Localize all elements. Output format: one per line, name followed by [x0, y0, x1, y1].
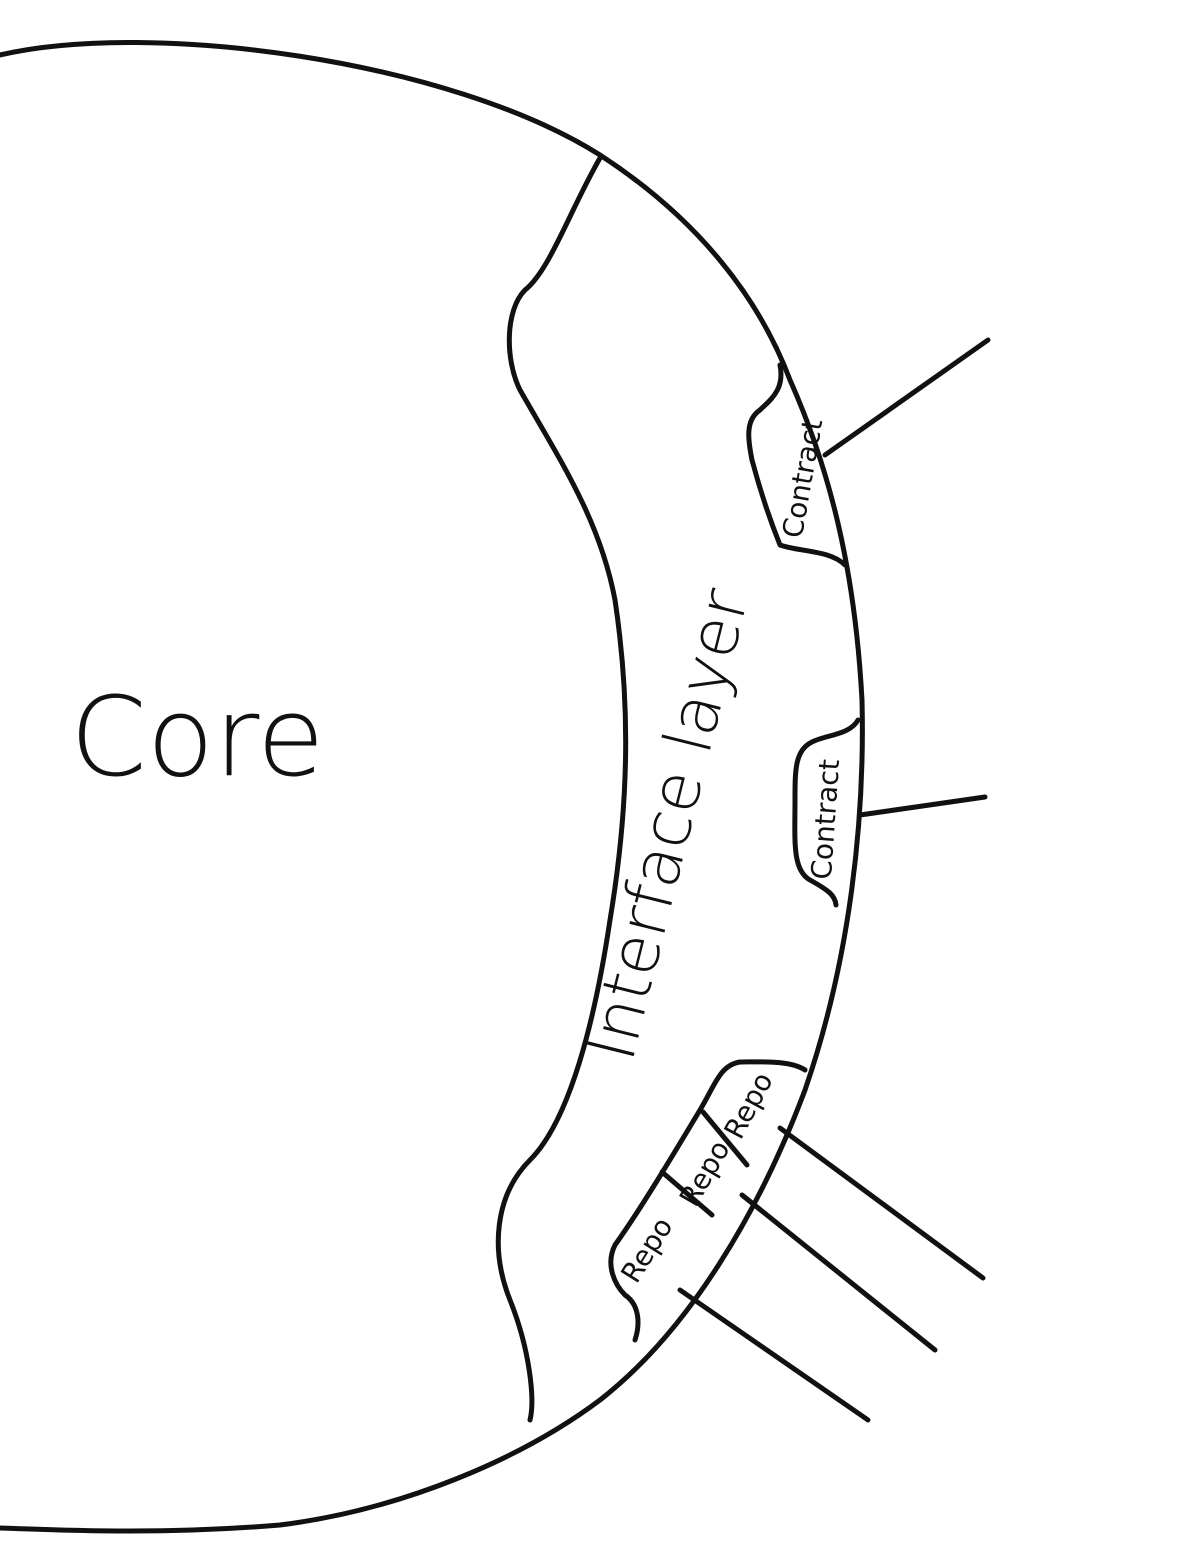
contract-connector-line	[822, 337, 991, 458]
core-outer-boundary	[0, 40, 865, 1534]
repo-label: Repo	[718, 1067, 780, 1145]
contract-label: Contract	[805, 758, 846, 880]
contract-box-1	[746, 362, 848, 568]
repo-divider	[659, 1169, 715, 1218]
interface-layer-inner-boundary	[495, 155, 629, 1423]
repo-label: Repo	[614, 1211, 679, 1288]
interface-layer-label: Interface layer	[573, 581, 765, 1068]
repo-label: Repo	[673, 1135, 737, 1212]
core-label: Core	[70, 673, 325, 801]
repo-divider	[700, 1109, 750, 1168]
contract-label: Contract	[776, 416, 829, 540]
contract-connector-line	[857, 794, 988, 818]
repo-connector-line	[739, 1192, 938, 1353]
repo-connector-line	[677, 1287, 871, 1423]
repo-connector-line	[777, 1125, 986, 1281]
repo-box	[608, 1059, 808, 1343]
contract-box-2	[792, 717, 861, 908]
